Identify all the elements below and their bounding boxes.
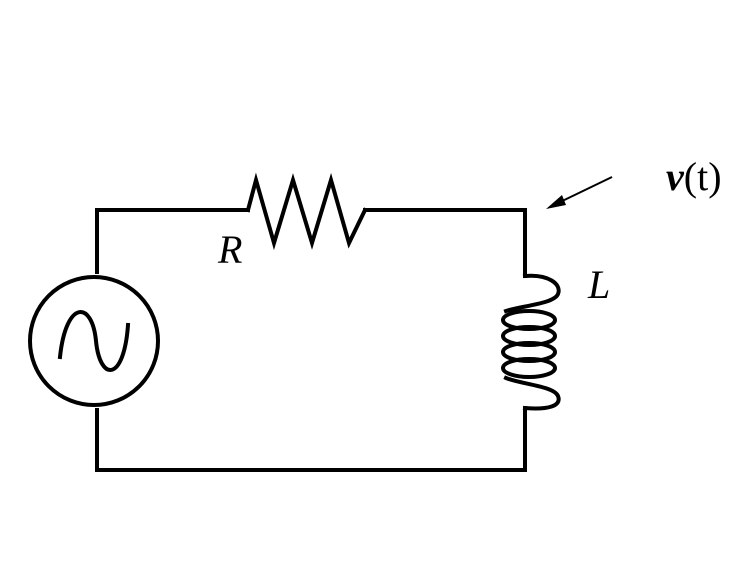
resistor-symbol bbox=[245, 172, 368, 251]
bottom-wire bbox=[95, 406, 527, 472]
voltage-label-argument: (t) bbox=[684, 154, 722, 199]
resistor-label: R bbox=[217, 227, 242, 272]
ac-sine-source-icon bbox=[28, 275, 160, 407]
voltage-label-variable: v bbox=[666, 154, 685, 199]
top-wire-right bbox=[363, 208, 527, 278]
voltage-node-arrow bbox=[546, 176, 613, 209]
inductor-symbol bbox=[501, 273, 561, 411]
voltage-label: v(t) bbox=[666, 154, 722, 199]
top-wire-left bbox=[95, 208, 250, 274]
inductor-label: L bbox=[587, 262, 610, 307]
